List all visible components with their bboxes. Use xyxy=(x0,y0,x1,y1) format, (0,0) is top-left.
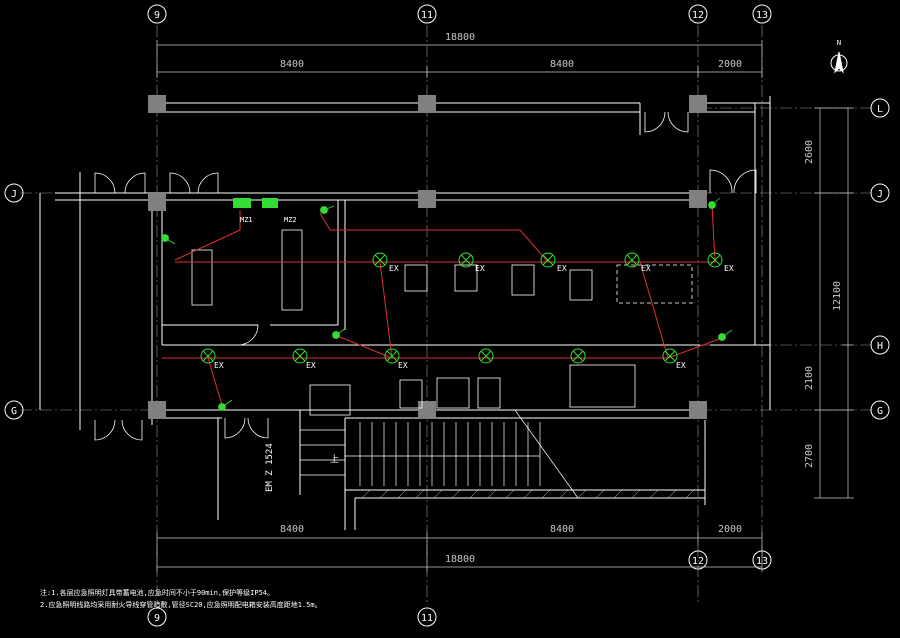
dim-top-seg-3: 2000 xyxy=(718,59,742,70)
design-note-line-1: 注:1.各层应急照明灯具带蓄电池,应急时间不小于90min,保护等级IP54。 xyxy=(40,589,275,597)
axis-label-9-top: 9 xyxy=(154,10,160,21)
ex-label-7: EX xyxy=(306,361,316,370)
dim-right-4: 2700 xyxy=(804,444,815,468)
emergency-lights xyxy=(161,197,733,411)
axis-label-l-right: L xyxy=(877,104,883,115)
columns xyxy=(148,95,707,419)
distribution-panels xyxy=(233,198,278,208)
panel-box xyxy=(616,264,693,304)
dim-right-1: 2600 xyxy=(804,140,815,164)
panel-label-mz2: MZ2 xyxy=(284,216,297,224)
stair xyxy=(300,409,579,499)
building-walls xyxy=(39,96,771,530)
ex-label-5: EX xyxy=(724,264,734,273)
axis-label-12-bottom: 12 xyxy=(692,556,704,567)
dim-top-seg-1: 8400 xyxy=(280,59,304,70)
ex-label-3: EX xyxy=(557,264,567,273)
axis-label-13-top: 13 xyxy=(756,10,768,21)
ex-label-9: EX xyxy=(676,361,686,370)
dim-right-3: 2100 xyxy=(804,366,815,390)
ex-label-1: EX xyxy=(389,264,399,273)
panel-label-mz1: MZ1 xyxy=(240,216,253,224)
design-note-line-2: 2.应急照明线路均采用耐火导线穿管暗敷,管径SC20,应急照明配电箱安装高度距地… xyxy=(40,601,322,609)
north-label: N xyxy=(837,39,841,47)
ex-label-6: EX xyxy=(214,361,224,370)
dim-top-total: 18800 xyxy=(445,32,475,43)
equipment xyxy=(191,229,636,416)
dim-bottom-seg-1: 8400 xyxy=(280,524,304,535)
ex-label-8: EX xyxy=(398,361,408,370)
axis-label-11-top: 11 xyxy=(421,10,433,21)
dimension-lines-bottom xyxy=(156,532,763,572)
elevation-label: EM Z 1524 xyxy=(265,443,275,492)
axis-label-9-bottom: 9 xyxy=(154,613,160,624)
axis-label-j-right: J xyxy=(877,189,883,200)
ex-label-2: EX xyxy=(475,264,485,273)
ex-label-4: EX xyxy=(641,264,651,273)
north-arrow-icon xyxy=(830,51,848,74)
axis-label-11-bottom: 11 xyxy=(421,613,433,624)
exit-fixtures xyxy=(200,252,723,364)
dimension-lines-right xyxy=(814,107,854,499)
dimension-lines-top xyxy=(156,40,763,78)
axis-label-g-left: G xyxy=(11,406,17,417)
axis-label-12-top: 12 xyxy=(692,10,704,21)
dim-top-seg-2: 8400 xyxy=(550,59,574,70)
hatch-strip xyxy=(361,489,695,499)
dim-bottom-seg-3: 2000 xyxy=(718,524,742,535)
dim-right-2: 12100 xyxy=(832,281,843,311)
dim-bottom-seg-2: 8400 xyxy=(550,524,574,535)
dim-bottom-total: 18800 xyxy=(445,554,475,565)
doors xyxy=(94,111,757,441)
axis-label-h-right: H xyxy=(877,341,883,352)
axis-label-g-right: G xyxy=(877,406,883,417)
axis-label-j-left: J xyxy=(11,189,17,200)
stair-up-label: 上 xyxy=(330,454,339,465)
